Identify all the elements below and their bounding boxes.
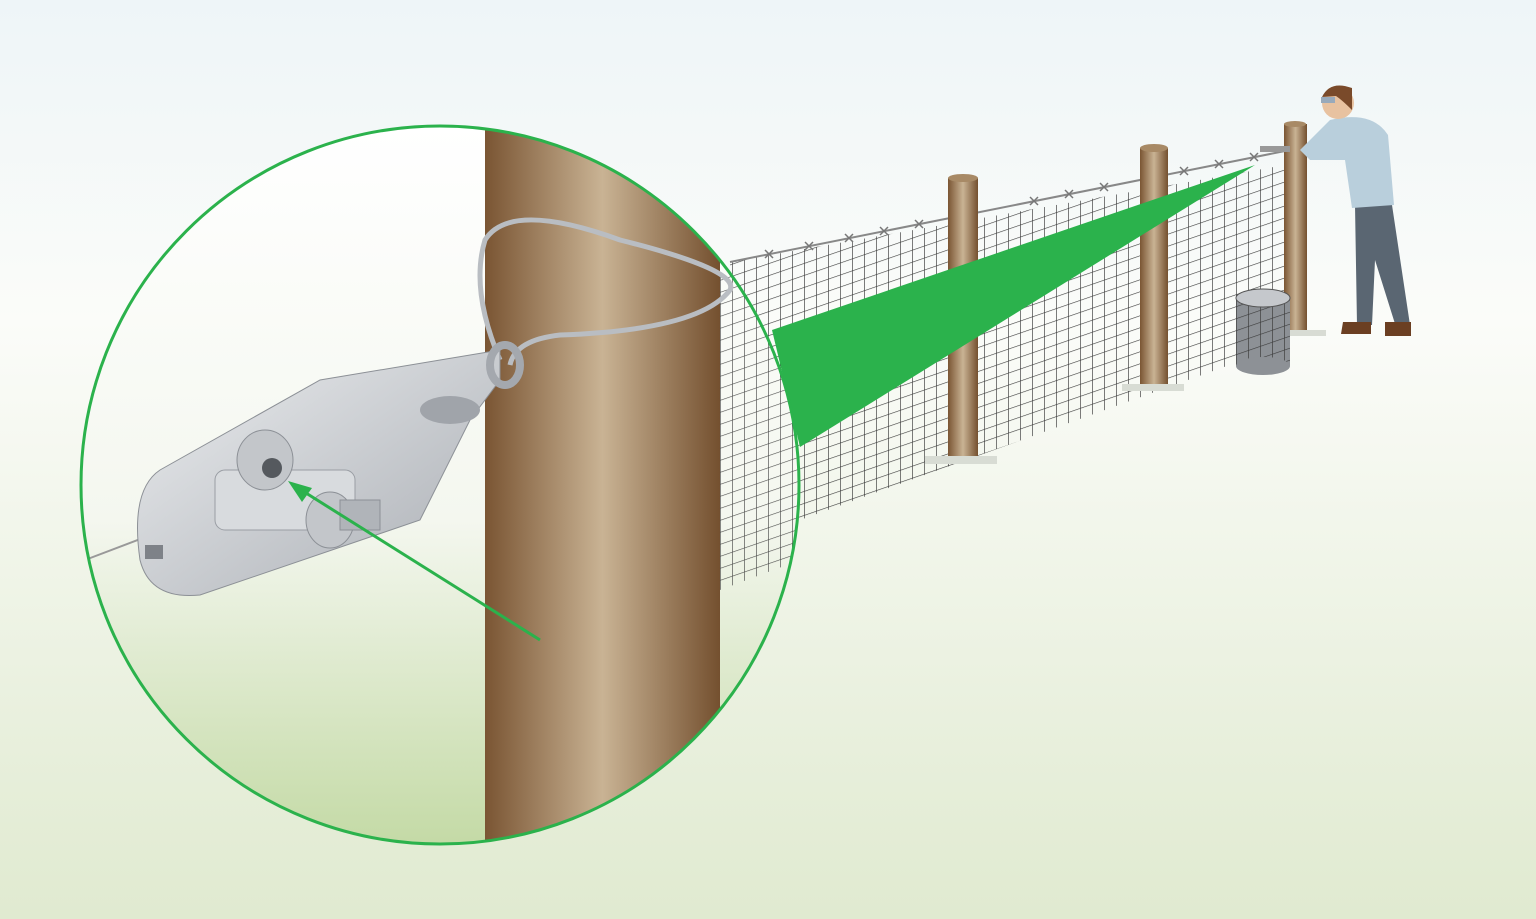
mesh-roll [1235, 288, 1291, 375]
barbs [764, 152, 1259, 259]
magnifier-callout [79, 124, 801, 846]
barbed-wire [729, 149, 1291, 263]
fence-post-closeup [485, 126, 720, 844]
fence-post [1270, 121, 1326, 336]
wire-tensioner [137, 341, 524, 597]
worker [1260, 85, 1411, 336]
fence-post [1122, 144, 1184, 391]
pointer-arrow [288, 481, 541, 642]
wire-loop [477, 217, 734, 366]
callout-wedge [772, 165, 1255, 447]
